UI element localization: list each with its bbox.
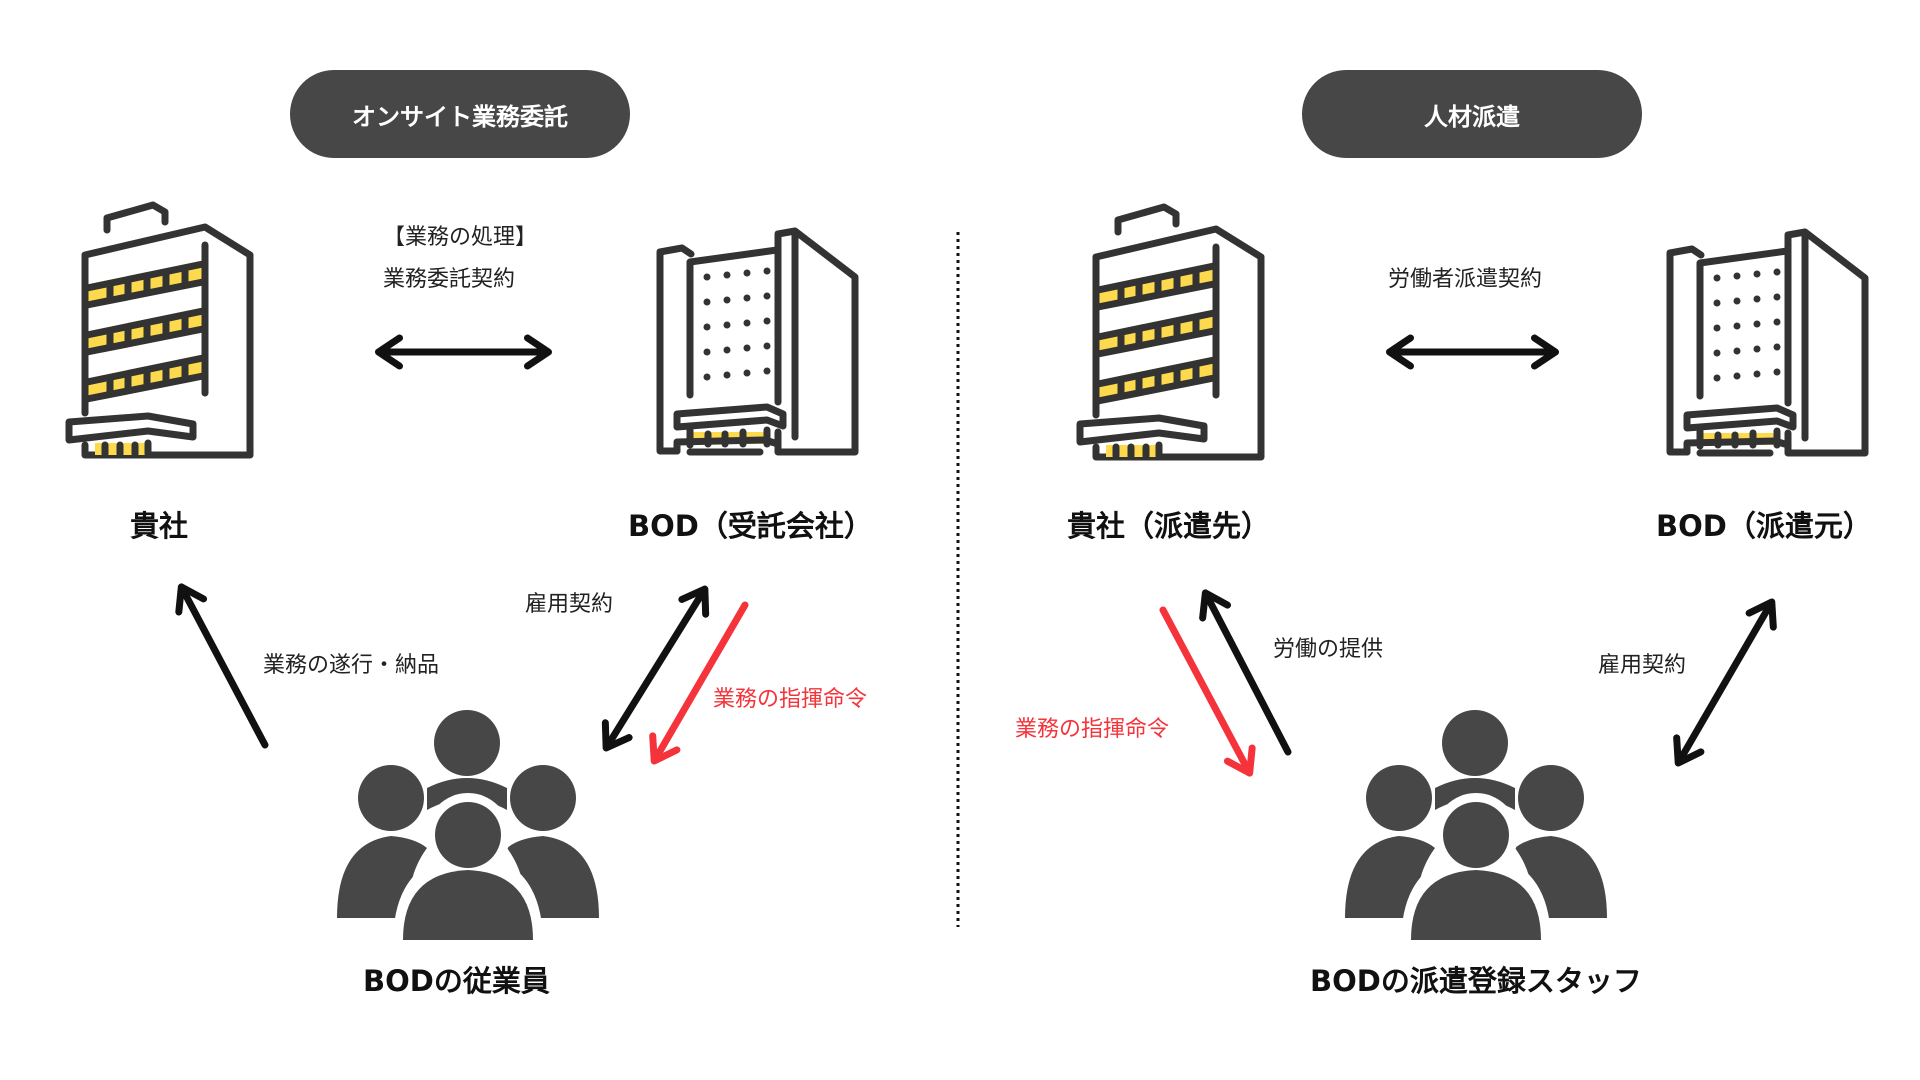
flow-label-employment: 雇用契約: [525, 592, 614, 617]
client-building-icon: [69, 205, 250, 455]
employment-double-arrow: [601, 585, 710, 752]
flow-label-employment: 雇用契約: [1598, 653, 1687, 678]
vendor-label: BOD（受託会社）: [628, 509, 873, 543]
client-label: 貴社: [130, 509, 189, 543]
contract-label-line2: 業務委託契約: [383, 267, 516, 292]
vendor-building-icon: [1670, 232, 1865, 453]
client-label: 貴社（派遣先）: [1067, 509, 1271, 543]
flow-label-labor: 労働の提供: [1273, 637, 1384, 662]
flow-label-command: 業務の指揮命令: [713, 687, 868, 712]
workers-label: BODの派遣登録スタッフ: [1310, 964, 1642, 998]
flow-label-delivery: 業務の遂行・納品: [263, 653, 440, 678]
section-title-text: 人材派遣: [1424, 102, 1520, 131]
section-title-onsite: オンサイト業務委託: [290, 70, 630, 158]
vendor-label: BOD（派遣元）: [1656, 509, 1872, 543]
vendor-building-icon: [660, 231, 855, 452]
section-title-dispatch: 人材派遣: [1302, 70, 1642, 158]
people-group-icon: [337, 710, 599, 944]
command-arrow-red: [649, 601, 749, 765]
workers-label: BODの従業員: [363, 964, 550, 998]
people-group-icon: [1345, 710, 1607, 944]
client-building-icon: [1080, 207, 1261, 457]
employment-double-arrow: [1673, 598, 1777, 767]
contract-label-line1: 【業務の処理】: [383, 225, 538, 250]
flow-label-command: 業務の指揮命令: [1015, 717, 1170, 742]
delivery-arrow: [175, 583, 269, 749]
command-arrow-red: [1159, 606, 1256, 777]
section-title-text: オンサイト業務委託: [352, 102, 568, 131]
contract-label: 労働者派遣契約: [1388, 267, 1543, 292]
labor-provision-arrow: [1199, 589, 1292, 756]
